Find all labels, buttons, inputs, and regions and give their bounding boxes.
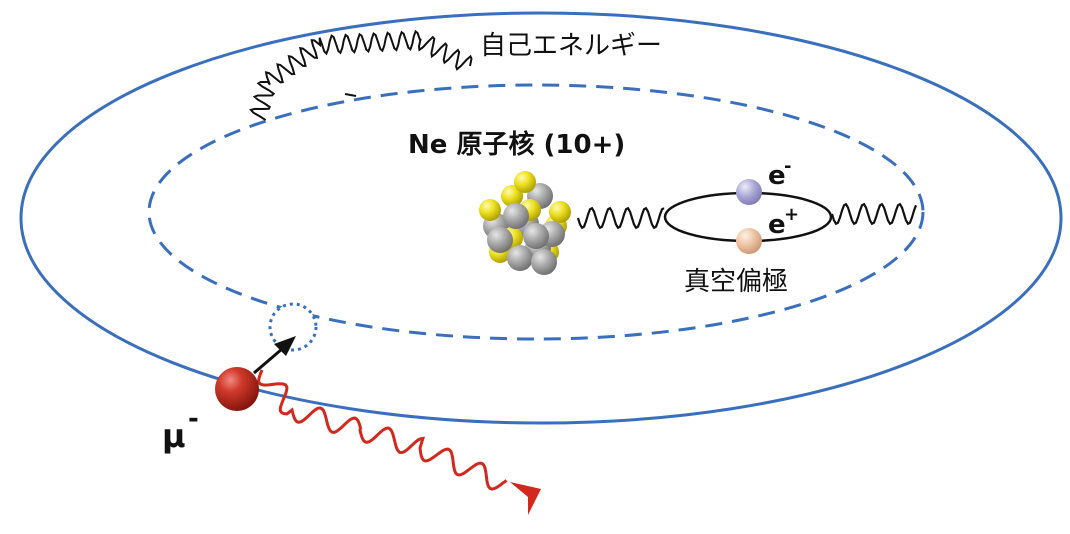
emitted-photon-line bbox=[257, 369, 508, 491]
muon-transition-arrowhead bbox=[274, 336, 296, 356]
positron-label: e bbox=[768, 210, 786, 240]
vacuum-polarization-label: 真空偏極 bbox=[684, 267, 788, 297]
electron-sphere bbox=[736, 179, 762, 205]
self-energy-tick-mark bbox=[344, 93, 357, 97]
outer-orbit bbox=[19, 11, 1063, 425]
muon-charge-label: - bbox=[188, 404, 199, 434]
nucleus-proton-sphere bbox=[549, 201, 571, 223]
electron-label: e bbox=[768, 161, 786, 191]
self-energy-label: 自己エネルギー bbox=[480, 31, 662, 61]
muon-label: μ bbox=[162, 417, 186, 455]
muon-sphere bbox=[215, 367, 259, 411]
positron-charge-label: + bbox=[784, 204, 799, 225]
positron-sphere bbox=[736, 228, 762, 254]
nucleus-proton-sphere bbox=[501, 185, 523, 207]
photon-line-nucleus-to-loop bbox=[576, 206, 665, 230]
emitted-photon-arrowhead bbox=[510, 482, 541, 515]
nucleus-neutron-sphere bbox=[507, 245, 533, 271]
nucleus-neutron-sphere bbox=[487, 227, 513, 253]
nucleus-label-element: Ne bbox=[408, 130, 447, 160]
nucleus-label-rest: 原子核 (10+) bbox=[447, 129, 625, 160]
photon-line-loop-to-orbit bbox=[830, 202, 918, 226]
nucleus-neutron-sphere bbox=[531, 249, 557, 275]
nucleus-neutron-sphere bbox=[503, 203, 529, 229]
nucleus-proton-sphere bbox=[479, 199, 501, 221]
dotted-vacancy-circle bbox=[268, 302, 318, 352]
ne-nucleus bbox=[479, 171, 571, 275]
inner-orbit-dashed bbox=[147, 83, 925, 341]
nucleus-proton-sphere bbox=[514, 171, 536, 193]
nucleus-label: Ne 原子核 (10+) bbox=[408, 129, 625, 160]
electron-charge-label: - bbox=[784, 156, 791, 177]
muon-transition-arrow bbox=[253, 347, 283, 375]
self-energy-photon-line bbox=[249, 29, 473, 121]
nucleus-neutron-sphere bbox=[523, 223, 549, 249]
